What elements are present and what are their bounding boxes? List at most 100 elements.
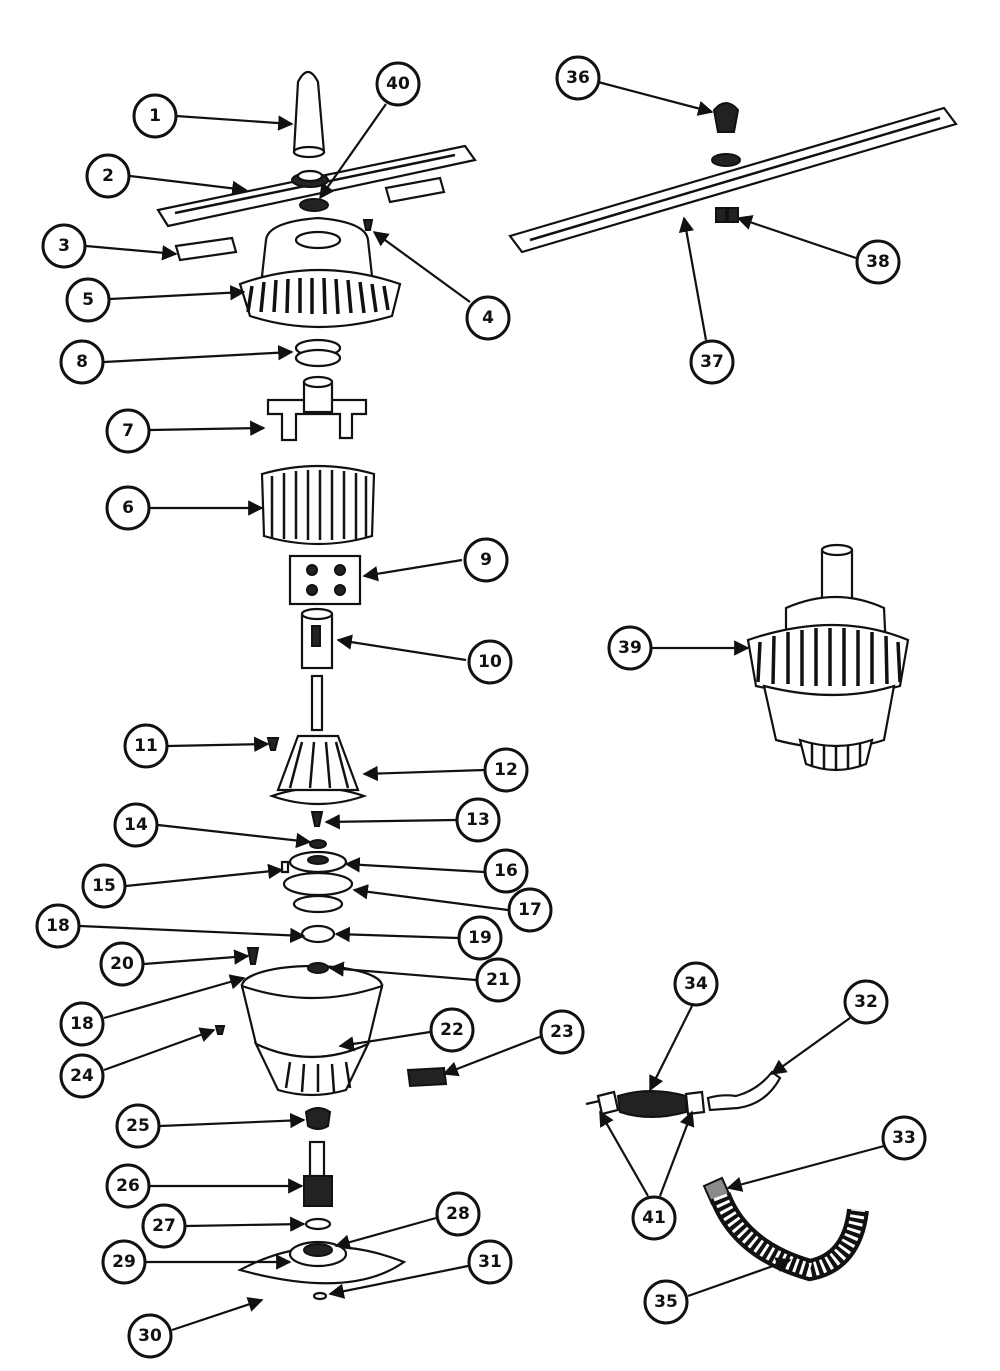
svg-text:24: 24 [70,1066,94,1086]
svg-text:2: 2 [102,166,114,186]
callout-30: 30 [127,1313,173,1359]
leader-38a [736,215,857,260]
svg-text:25: 25 [126,1116,150,1136]
pump-housing [214,962,384,1097]
callout-23: 23 [539,1009,585,1055]
svg-text:29: 29 [112,1252,136,1272]
filter-screen [260,464,376,546]
callout-2: 2 [85,153,131,199]
motor-coupling [300,607,334,670]
leader-7 [149,420,266,436]
svg-text:35: 35 [654,1292,678,1312]
leader-30 [171,1297,264,1332]
callout-10: 10 [467,639,513,685]
svg-text:3: 3 [58,236,70,256]
screw-13 [310,811,324,827]
spray-arm-clips [174,176,446,262]
leader-4 [372,231,471,303]
leader-18b [103,974,246,1020]
svg-text:4: 4 [482,308,494,328]
seal-disc-assembly [282,850,354,914]
screw-11 [266,737,280,751]
parts-drawings [156,70,958,1301]
callout-6: 6 [105,485,151,531]
leader-lines [79,80,885,1332]
parts-kit [288,554,362,606]
leader-28 [334,1216,437,1250]
svg-text:11: 11 [134,736,158,756]
callout-37: 37 [689,339,735,385]
svg-text:28: 28 [446,1204,470,1224]
leader-23 [442,1034,543,1077]
callout-32: 32 [843,979,889,1025]
washer-14 [309,839,327,849]
drain-connector [406,1066,448,1088]
callout-1: 1 [132,93,178,139]
leader-11 [167,736,270,752]
leader-2 [129,174,248,196]
callout-7: 7 [105,408,151,454]
shaft-coupler [303,1140,333,1207]
callout-31: 31 [467,1239,513,1285]
svg-text:23: 23 [550,1022,574,1042]
svg-text:9: 9 [480,550,492,570]
leader-32 [770,1017,851,1075]
callout-12: 12 [483,747,529,793]
svg-text:12: 12 [494,760,518,780]
callout-11: 11 [123,723,169,769]
spray-tower-tube [292,70,326,159]
svg-text:5: 5 [82,290,94,310]
leader-21 [328,961,477,982]
leader-31 [328,1264,469,1299]
callout-18-lower: 18 [59,1001,105,1047]
svg-text:41: 41 [642,1208,666,1228]
leader-35 [687,1257,792,1298]
svg-text:31: 31 [478,1252,502,1272]
bearing-ring [299,198,329,212]
callout-17: 17 [507,887,553,933]
callout-26: 26 [105,1163,151,1209]
callout-14: 14 [113,802,159,848]
callout-9: 9 [463,537,509,583]
svg-text:8: 8 [76,352,88,372]
svg-text:40: 40 [386,74,410,94]
svg-text:32: 32 [854,992,878,1012]
seal-rings [294,338,342,368]
shaft-impeller [268,674,368,806]
grommet-19 [300,924,336,944]
callout-3: 3 [41,223,87,269]
mounting-bracket [266,375,368,442]
svg-text:14: 14 [124,815,148,835]
svg-text:33: 33 [892,1128,916,1148]
svg-text:36: 36 [566,68,590,88]
pump-cover-impeller [238,216,402,329]
screw-20 [246,947,260,965]
callout-labels: 1 2 3 4 5 8 7 6 9 10 11 12 13 14 15 16 1… [35,55,927,1359]
leader-12 [362,765,485,782]
svg-text:7: 7 [122,421,134,441]
callout-39: 39 [607,625,653,671]
clip-15 [280,860,290,874]
leader-25 [159,1112,306,1129]
svg-text:15: 15 [92,876,116,896]
svg-text:1: 1 [149,106,161,126]
callout-40: 40 [375,61,421,107]
lower-spray-arm [156,144,477,228]
leader-17 [352,884,509,912]
callout-24: 24 [59,1053,105,1099]
fill-hose-valve [585,1070,782,1118]
svg-text:39: 39 [618,638,642,658]
svg-text:16: 16 [494,861,518,881]
callout-25: 25 [115,1103,161,1149]
svg-text:20: 20 [110,954,134,974]
svg-text:37: 37 [700,352,724,372]
leader-41b [658,1110,695,1197]
callout-5: 5 [65,277,111,323]
callout-15: 15 [81,863,127,909]
leader-15 [125,863,284,888]
leader-5 [109,285,246,301]
leader-37 [678,216,708,341]
callout-16: 16 [483,848,529,894]
callout-35: 35 [643,1279,689,1325]
svg-text:13: 13 [466,810,490,830]
